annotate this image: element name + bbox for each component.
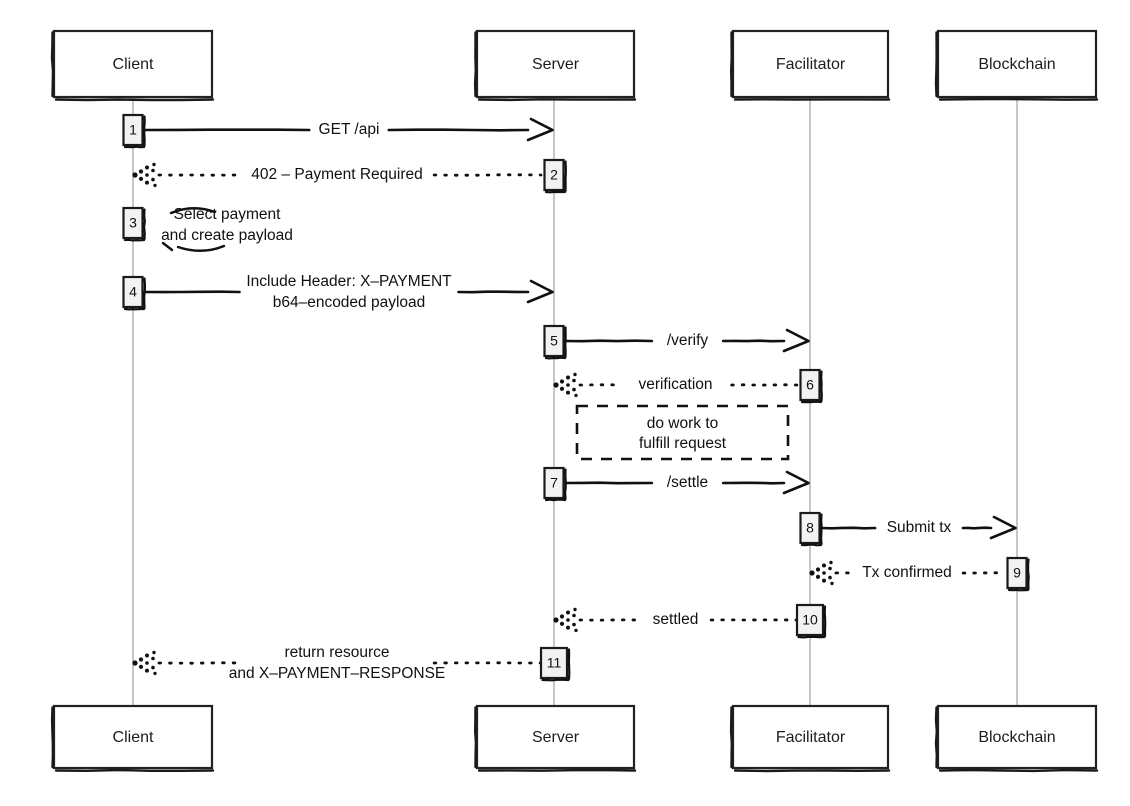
message-label: Tx confirmed	[862, 564, 952, 581]
arrowhead-solid	[526, 117, 554, 142]
participant-top-client[interactable]: Client	[50, 29, 215, 102]
step-badge-7: 7	[543, 466, 567, 502]
note-line: fulfill request	[639, 435, 727, 452]
arrowhead-solid	[526, 279, 554, 304]
step-badge-4: 4	[122, 275, 146, 311]
step-badge-10: 10	[795, 603, 827, 639]
participant-top-server[interactable]: Server	[473, 29, 637, 102]
step-number: 5	[550, 333, 558, 349]
message-2: 402 – Payment Required	[132, 162, 543, 188]
step-badge-1: 1	[122, 113, 146, 149]
step-number: 2	[550, 167, 558, 183]
message-label: and X–PAYMENT–RESPONSE	[229, 665, 446, 682]
message-label: 402 – Payment Required	[251, 166, 422, 183]
message-1: GET /api	[142, 117, 554, 142]
message-9: Tx confirmed	[809, 560, 1006, 586]
step-badge-6: 6	[799, 368, 823, 404]
step-number: 6	[806, 377, 814, 393]
arrowhead-solid	[782, 328, 810, 353]
message-label: Select payment	[174, 206, 282, 223]
participants-layer: ClientClientServerServerFacilitatorFacil…	[50, 29, 1099, 773]
participant-label-client: Client	[113, 56, 154, 73]
message-label: verification	[638, 376, 712, 393]
arrowhead-solid	[989, 515, 1017, 540]
do-work-note: do work to fulfill request	[575, 404, 790, 461]
participant-label-server: Server	[532, 729, 580, 746]
note-line: do work to	[647, 415, 719, 432]
step-badge-11: 11	[539, 646, 571, 682]
message-4: Include Header: X–PAYMENT b64–encoded pay…	[142, 273, 554, 311]
step-number: 10	[802, 612, 818, 628]
participant-top-facilitator[interactable]: Facilitator	[729, 29, 891, 101]
message-label: /settle	[667, 474, 708, 491]
message-3: Select payment and create payload	[161, 206, 293, 252]
message-11: return resource and X–PAYMENT–RESPONSE	[132, 644, 543, 682]
step-number: 9	[1013, 565, 1021, 581]
message-label: settled	[653, 611, 699, 628]
step-number: 1	[129, 122, 137, 138]
arrowhead-dotted	[809, 560, 834, 586]
arrowhead-dotted	[132, 650, 157, 676]
message-8: Submit tx	[819, 515, 1017, 540]
step-badges-layer: 1 2 3 4 5 6 7 8 9 10 11	[122, 113, 1030, 682]
step-number: 7	[550, 475, 558, 491]
message-label: Submit tx	[887, 519, 952, 536]
participant-top-blockchain[interactable]: Blockchain	[934, 29, 1099, 101]
participant-bottom-facilitator[interactable]: Facilitator	[729, 704, 891, 773]
participant-bottom-server[interactable]: Server	[473, 704, 637, 772]
message-label: b64–encoded payload	[273, 294, 426, 311]
step-badge-3: 3	[122, 206, 146, 242]
arrowhead-dotted	[132, 162, 157, 188]
participant-label-facilitator: Facilitator	[776, 729, 846, 746]
message-7: /settle	[563, 470, 810, 495]
step-number: 4	[129, 284, 137, 300]
step-badge-8: 8	[799, 511, 823, 547]
arrowhead-dotted	[553, 372, 578, 398]
message-label: Include Header: X–PAYMENT	[246, 273, 452, 290]
participant-label-facilitator: Facilitator	[776, 56, 846, 73]
step-badge-2: 2	[543, 158, 567, 194]
message-6: verification	[553, 372, 799, 398]
message-5: /verify	[563, 328, 810, 353]
message-label: /verify	[667, 332, 709, 349]
message-label: return resource	[284, 644, 389, 661]
participant-bottom-blockchain[interactable]: Blockchain	[934, 704, 1099, 773]
step-badge-9: 9	[1006, 556, 1030, 592]
message-label: and create payload	[161, 227, 293, 244]
step-badge-5: 5	[543, 324, 567, 360]
participant-label-blockchain: Blockchain	[978, 729, 1055, 746]
step-number: 11	[547, 655, 562, 671]
step-number: 8	[806, 520, 814, 536]
notes-layer: do work to fulfill request	[575, 404, 790, 461]
participant-label-blockchain: Blockchain	[978, 56, 1055, 73]
message-label: GET /api	[319, 121, 380, 138]
arrowhead-solid	[782, 470, 810, 495]
arrowhead-dotted	[553, 607, 578, 633]
message-10: settled	[553, 607, 799, 633]
participant-label-client: Client	[113, 729, 154, 746]
participant-bottom-client[interactable]: Client	[50, 704, 215, 773]
step-number: 3	[129, 215, 137, 231]
participant-label-server: Server	[532, 56, 580, 73]
